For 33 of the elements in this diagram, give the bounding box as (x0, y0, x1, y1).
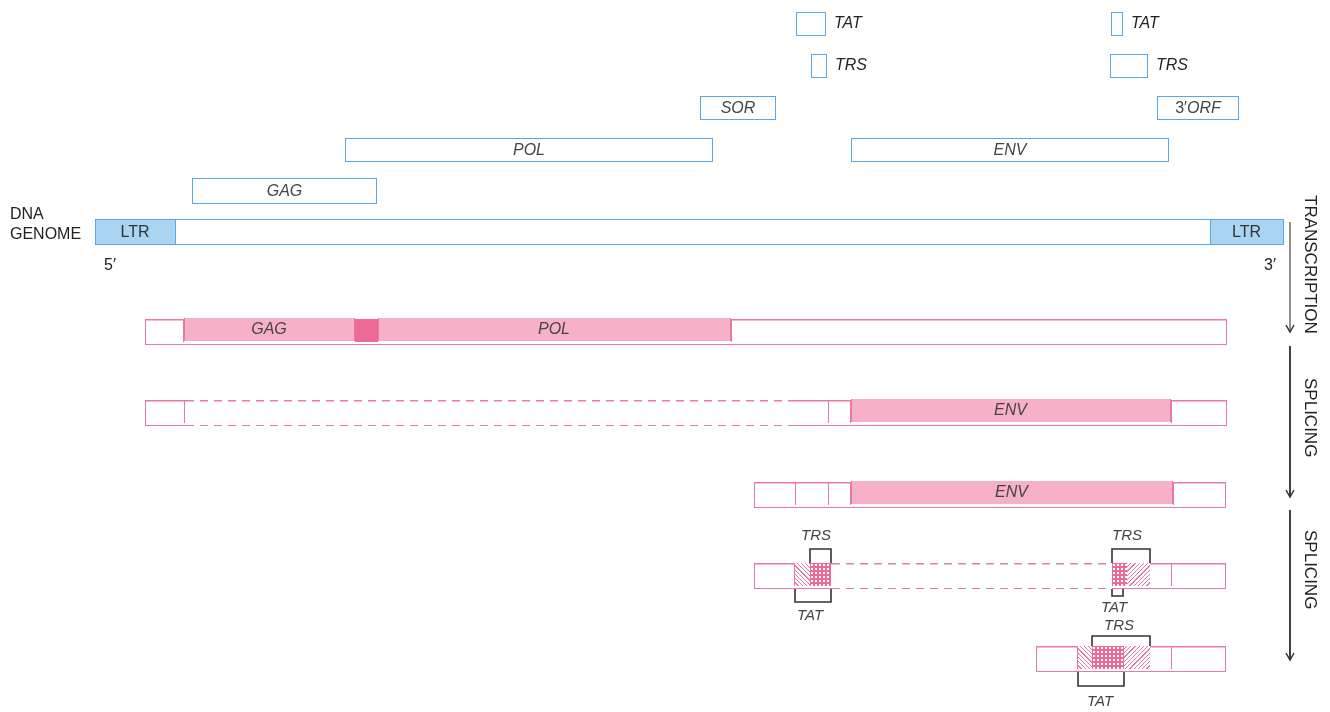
genome-label: DNA GENOME (10, 204, 80, 244)
ltr-box: LTR (1209, 218, 1284, 245)
exon-segment: POL (377, 317, 731, 341)
exon-segment: ENV (850, 480, 1173, 504)
gene-label: TRS (801, 526, 831, 543)
gene-box: GAG (192, 178, 377, 204)
end-label: 3′ (1264, 256, 1276, 274)
gene-label: TRS (835, 56, 867, 74)
step-label: SPLICING (1300, 378, 1320, 458)
ltr-box: LTR (94, 218, 176, 245)
exon-segment: ENV (850, 398, 1171, 422)
transcript-bar (145, 400, 1227, 426)
gene-box: ENV (851, 138, 1169, 162)
gene-label: TRS (1104, 616, 1134, 633)
gene-label: TAT (1131, 14, 1159, 32)
step-label: SPLICING (1300, 530, 1320, 610)
exon-segment: GAG (183, 317, 355, 341)
gene-box: 3′ORF (1157, 96, 1239, 120)
gene-box: SOR (700, 96, 776, 120)
gene-label: TAT (834, 14, 862, 32)
gene-label: TRS (1156, 56, 1188, 74)
gene-label: TAT (797, 606, 824, 623)
gene-box: POL (345, 138, 713, 162)
genome-bar (95, 219, 1284, 245)
gene-label: TAT (1087, 692, 1114, 709)
transcript-bar (754, 482, 1226, 508)
gene-label: TRS (1112, 526, 1142, 543)
transcript-bar (145, 319, 1227, 345)
step-label: TRANSCRIPTION (1300, 195, 1320, 334)
end-label: 5′ (104, 256, 116, 274)
transcript-bar (1036, 646, 1226, 672)
gene-label: TAT (1101, 598, 1128, 615)
transcript-bar (754, 563, 1226, 589)
